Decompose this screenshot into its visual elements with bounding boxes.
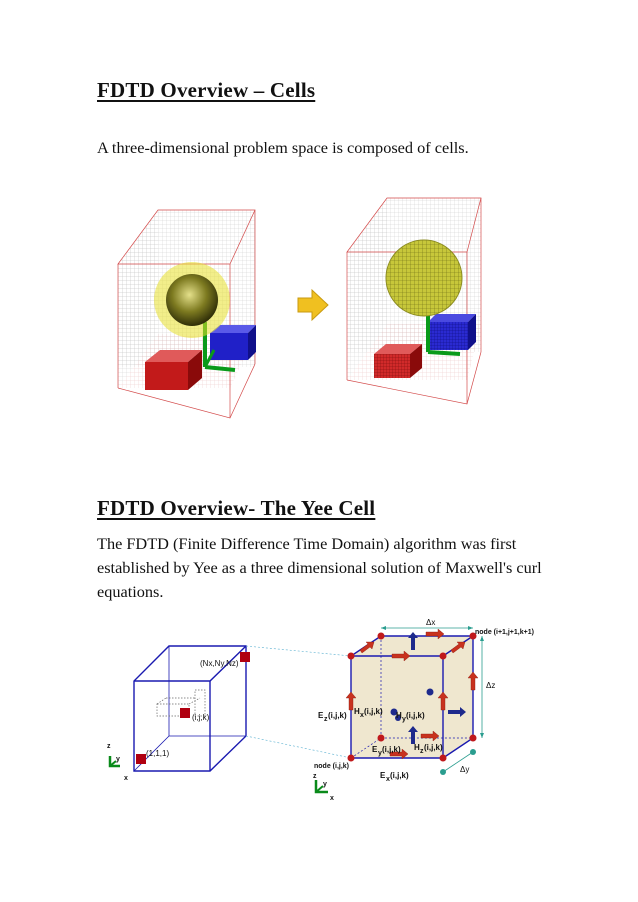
axis-y-right: y (323, 781, 327, 788)
yee-cell-figure: (Nx,Ny,Nz) (i,j,k) (1,1,1) z y x (107, 618, 534, 802)
cell-max (240, 652, 250, 662)
discretized-block-blue (428, 314, 476, 350)
axis-z-left: z (107, 743, 111, 750)
delta-x-dim: Δx (381, 618, 473, 630)
svg-text:(i,j,k): (i,j,k) (328, 711, 347, 720)
svg-text:H: H (414, 743, 420, 752)
svg-text:(i,j,k): (i,j,k) (390, 771, 409, 780)
grid-box-left (117, 209, 256, 419)
yee-nodes (347, 632, 477, 762)
svg-text:E: E (318, 711, 324, 720)
delta-z-dim: Δz (480, 636, 495, 738)
label-node-top: node (i+1,j+1,k+1) (475, 629, 534, 636)
fdtd-cells-figure (117, 197, 482, 419)
axis-triad-small-left: z y x (107, 743, 128, 782)
axis-x-left: x (124, 775, 128, 782)
label-hy: H y (i,j,k) (396, 711, 425, 723)
section-text-yee-cell: The FDTD (Finite Difference Time Domain)… (97, 534, 542, 601)
sphere-core (166, 274, 218, 326)
label-node-bottom: node (i,j,k) (314, 763, 349, 770)
grid-box-right (346, 197, 482, 405)
svg-text:y: y (402, 716, 406, 723)
computational-domain-cube (133, 645, 247, 772)
staircased-sphere (385, 239, 463, 317)
section-heading-yee-cell: FDTD Overview- The Yee Cell (97, 496, 376, 520)
axis-triad-small-right: z y x (313, 773, 334, 802)
label-corner-max: (Nx,Ny,Nz) (200, 659, 239, 668)
label-ey: E y (i,j,k) (372, 745, 401, 757)
label-delta-x: Δx (426, 618, 435, 627)
h-field-arrows (390, 632, 466, 744)
axis-y-left: y (116, 756, 120, 763)
dielectric-block-blue (210, 325, 256, 360)
svg-text:x: x (360, 712, 364, 719)
dielectric-block-red (145, 350, 202, 390)
transform-arrow (297, 288, 329, 322)
svg-text:(i,j,k): (i,j,k) (382, 745, 401, 754)
label-hx: H x (i,j,k) (354, 707, 383, 719)
svg-text:E: E (372, 745, 378, 754)
svg-text:H: H (354, 707, 360, 716)
section-heading-cells: FDTD Overview – Cells (97, 78, 316, 102)
svg-text:x: x (386, 776, 390, 783)
label-ex: E x (i,j,k) (380, 771, 409, 783)
section-text-cells: A three-dimensional problem space is com… (97, 138, 469, 157)
label-center-cell: (i,j,k) (192, 713, 210, 722)
svg-text:z: z (420, 748, 424, 755)
label-hz: H z (i,j,k) (414, 743, 443, 755)
axis-x-right: x (330, 795, 334, 802)
svg-text:H: H (396, 711, 402, 720)
delta-y-dim: Δy (440, 749, 476, 775)
svg-text:y: y (378, 750, 382, 757)
svg-text:(i,j,k): (i,j,k) (364, 707, 383, 716)
e-field-arrows (345, 628, 479, 760)
svg-text:E: E (380, 771, 386, 780)
label-origin-cell: (1,1,1) (146, 749, 169, 758)
label-delta-z: Δz (486, 681, 495, 690)
label-ez: E z (i,j,k) (318, 711, 347, 723)
svg-text:(i,j,k): (i,j,k) (424, 743, 443, 752)
cell-ijk (180, 708, 190, 718)
svg-text:z: z (324, 716, 328, 723)
svg-text:(i,j,k): (i,j,k) (406, 711, 425, 720)
cell-origin (136, 754, 146, 764)
cell-stencil (156, 689, 206, 717)
discretized-block-red (374, 344, 422, 378)
axis-z-right: z (313, 773, 317, 780)
label-delta-y: Δy (460, 765, 469, 774)
